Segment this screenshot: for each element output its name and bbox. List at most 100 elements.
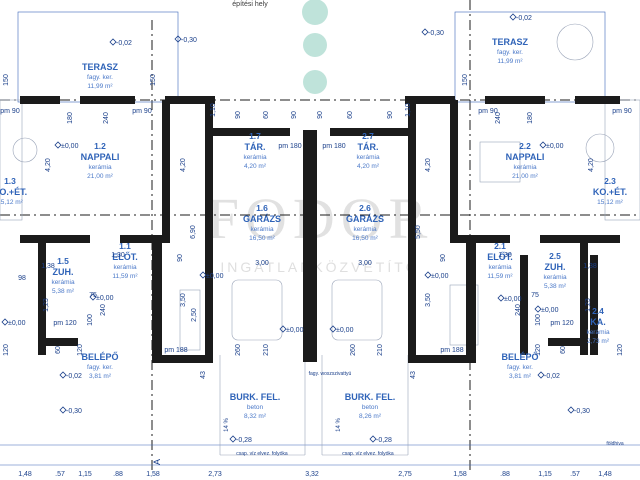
bottom-dimension: 1,58 [453, 471, 467, 478]
dimension-label: 3,00 [255, 260, 269, 267]
dimension-label: 240 [100, 304, 107, 316]
dimension-label: 60 [263, 111, 270, 119]
dimension-label: 75 [89, 292, 97, 299]
room-number: 2.2 [519, 141, 531, 151]
dimension-label: 90 [177, 254, 184, 262]
room-number: 1.1 [119, 241, 131, 251]
room-name: KA. [590, 317, 606, 327]
dimension-label: 1,30 [111, 252, 125, 259]
room-name: BURK. FEL. [345, 392, 396, 402]
dimension-label: 90 [317, 111, 324, 119]
dimension-label: 210 [263, 344, 270, 356]
room-area: 11,59 m² [112, 273, 138, 280]
room-number: 1.2 [94, 141, 106, 151]
dimension-label: 4,20 [180, 158, 187, 172]
dimension-label: 4,20 [425, 158, 432, 172]
room-name: TERASZ [492, 37, 529, 47]
room-name: KO.+ÉT. [0, 187, 27, 197]
bottom-dimension: .88 [113, 471, 123, 478]
room-material: fagy. ker. [497, 49, 523, 56]
room-material: kerámia [353, 226, 377, 233]
axis-mark: A [152, 459, 162, 465]
dimension-label: 90 [387, 111, 394, 119]
level-marker-icon [89, 293, 97, 301]
level-value: -0,02 [516, 15, 532, 22]
room-area: 4,20 m² [357, 163, 380, 170]
level-value: -0,28 [236, 437, 252, 444]
room-material: beton [362, 404, 379, 411]
dimension-label: 120 [77, 344, 84, 356]
room-area: 5,38 m² [52, 288, 75, 295]
room-area: 4,20 m² [244, 163, 267, 170]
dimension-label: 180 [67, 112, 74, 124]
dimension-label: 5,50 [415, 225, 422, 239]
dimension-label: 240 [515, 304, 522, 316]
room-area: 5,38 m² [544, 283, 567, 290]
dimension-label: 100 [87, 314, 94, 326]
room-material: kerámia [88, 164, 112, 171]
note-text: csap. víz elvez. folyóka [342, 451, 394, 457]
dimension-label: 90 [440, 254, 447, 262]
dimension-label: 60 [560, 346, 567, 354]
dimension-label: 1,38 [583, 263, 597, 270]
level-marker-icon [174, 35, 182, 43]
level-value: -0,30 [66, 408, 82, 415]
dimension-label: 98 [18, 275, 26, 282]
level-value: ±0,00 [504, 296, 522, 303]
level-value: -0,02 [544, 373, 560, 380]
room-area: 21,00 m² [87, 173, 113, 180]
bottom-dimension: 1,48 [18, 471, 32, 478]
level-marker-icon [509, 13, 517, 21]
dimension-label: 240 [495, 112, 502, 124]
room-material: fagy. ker. [87, 74, 113, 81]
level-marker-icon [279, 325, 287, 333]
level-value: ±0,00 [96, 295, 114, 302]
room-name: BELÉPŐ [81, 351, 118, 362]
dimension-label: 2,50 [191, 308, 198, 322]
room-name: KO.+ÉT. [593, 187, 627, 197]
dimension-label: 75 [531, 292, 539, 299]
bottom-dimension: 1,15 [538, 471, 552, 478]
room-area: 16,50 m² [249, 235, 275, 242]
dimension-label: 43 [410, 371, 417, 379]
dimension-label: 1,23 [585, 298, 592, 312]
dimension-label: pm 180 [278, 143, 301, 150]
walls [20, 96, 620, 363]
room-number: 1.7 [249, 131, 261, 141]
room-area: 2,73 m² [587, 338, 610, 345]
level-value: -0,02 [66, 373, 82, 380]
room-material: beton [247, 404, 264, 411]
room-material: kerámia [543, 274, 567, 281]
room-name: NAPPALI [81, 152, 120, 162]
room-name: GARÁZS [243, 214, 281, 224]
room-number: 2.4 [592, 306, 604, 316]
room-area: 3,81 m² [509, 373, 532, 380]
level-value: -0,30 [428, 30, 444, 37]
level-marker-icon [424, 271, 432, 279]
level-value: -0,30 [574, 408, 590, 415]
dimension-label: 4,20 [588, 158, 595, 172]
dimension-label: 120 [617, 344, 624, 356]
room-number: 2.3 [604, 176, 616, 186]
room-material: kerámia [513, 164, 537, 171]
level-value: ±0,00 [286, 327, 304, 334]
note-text: csap. víz elvez. folyóka [236, 451, 288, 457]
bottom-dimension: 2,75 [398, 471, 412, 478]
level-value: ±0,00 [541, 307, 559, 314]
room-number: 2.6 [359, 203, 371, 213]
level-marker-icon [199, 271, 207, 279]
level-marker-icon [369, 435, 377, 443]
room-name: ELŐT. [487, 251, 513, 262]
bottom-dimension: 3,32 [305, 471, 319, 478]
room-number: 2.5 [549, 251, 561, 261]
dimension-label: 3,00 [358, 260, 372, 267]
room-number: 1.3 [4, 176, 16, 186]
room-area: 3,81 m² [89, 373, 112, 380]
dimension-label: pm 188 [164, 347, 187, 354]
room-area: 11,99 m² [497, 58, 523, 65]
room-area: 15,12 m² [597, 199, 623, 206]
room-name: TÁR. [245, 142, 266, 152]
dimension-label: 90 [235, 111, 242, 119]
dimension-label: 240 [103, 112, 110, 124]
